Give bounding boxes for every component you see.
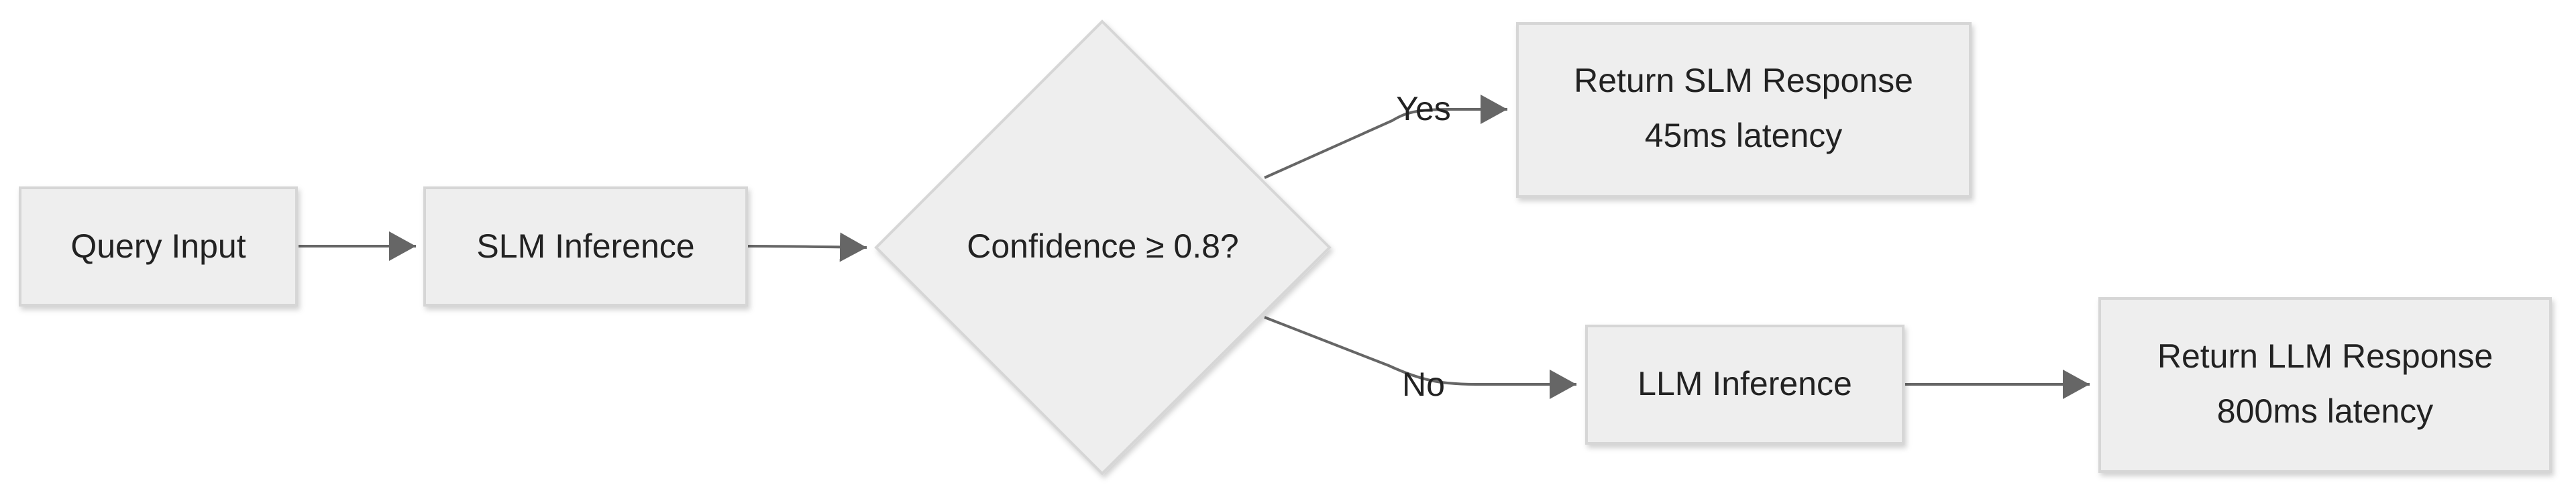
- node-return-llm-response: [2098, 297, 2552, 473]
- edge-label-no: No: [1402, 366, 1445, 403]
- node-return-slm-response-title: Return SLM Response: [1574, 62, 1913, 99]
- node-query-input: [19, 186, 298, 307]
- node-return-slm-response-latency: 45ms latency: [1645, 117, 1843, 154]
- edge-confidence-to-return-slm: [1264, 108, 1453, 179]
- node-query-input-label: Query Input: [70, 227, 246, 265]
- node-return-llm-response-latency: 800ms latency: [2217, 392, 2433, 430]
- node-llm-inference-label: LLM Inference: [1638, 365, 1852, 402]
- edge-label-no-text: No: [1402, 366, 1445, 403]
- node-slm-inference-label: SLM Inference: [476, 227, 694, 265]
- edge-confidence-to-llm: [1264, 316, 1477, 386]
- edge-label-yes-text: Yes: [1396, 90, 1451, 127]
- node-llm-inference: [1585, 325, 1904, 445]
- node-confidence-decision-label: Confidence ≥ 0.8?: [967, 227, 1239, 265]
- edge-label-yes: Yes: [1396, 90, 1451, 127]
- edges: [299, 95, 2090, 399]
- node-return-slm-response: [1516, 22, 1972, 198]
- node-return-llm-response-title: Return LLM Response: [2157, 337, 2493, 375]
- node-slm-inference: [423, 186, 748, 307]
- node-confidence-decision: [874, 19, 1332, 476]
- edge-slm-to-confidence: [747, 232, 867, 262]
